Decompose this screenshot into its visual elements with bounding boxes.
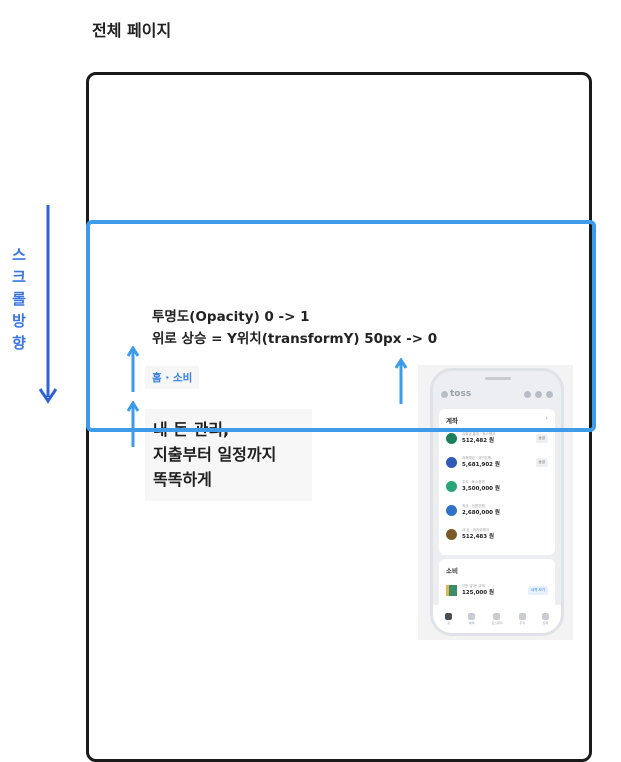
account-amount: 2,680,000 원 [462, 510, 500, 516]
chat-icon[interactable] [535, 390, 542, 398]
account-row[interactable]: 내 돈 · 카카오뱅크 512,483 원 [446, 525, 548, 543]
account-text: 내 돈 · 카카오뱅크 512,483 원 [462, 527, 494, 541]
tab-item[interactable]: 혜택 [468, 613, 476, 625]
spend-card[interactable]: 소비 이번 달 쓴 금액 125,000 원 내역 보기 [439, 559, 555, 611]
account-row[interactable]: 주식 · 토스증권 3,500,000 원 [446, 477, 548, 495]
scroll-label-char: 향 [12, 334, 26, 352]
tab-label: 전체 [542, 621, 549, 625]
animation-description: 투명도(Opacity) 0 -> 1 위로 상승 = Y위치(transfor… [152, 306, 437, 350]
page-title: 전체 페이지 [92, 21, 172, 40]
header-icons [524, 390, 553, 398]
bell-icon[interactable] [546, 390, 553, 398]
toss-logo: toss [441, 389, 471, 399]
account-text: 적금 · 신한은행 2,680,000 원 [462, 503, 500, 517]
tab-item[interactable]: 전체 [541, 613, 549, 625]
phone-notch [485, 377, 511, 380]
card-icon [446, 584, 457, 596]
account-name: 저축예금 · 국민은행 [462, 456, 492, 460]
app-header: toss [441, 387, 553, 401]
opacity-text: 투명도(Opacity) 0 -> 1 [152, 309, 310, 325]
tab-label: 혜택 [469, 621, 475, 625]
transfer-button[interactable]: 송금 [535, 433, 548, 443]
account-name: 내 돈 · 카카오뱅크 [462, 528, 489, 532]
transfer-button[interactable]: 송금 [535, 457, 548, 467]
scroll-label-char: 크 [12, 268, 26, 286]
bank-icon [446, 528, 457, 540]
tab-bar: 홈 혜택 토스페이 주식 전체 [433, 605, 561, 633]
spend-row[interactable]: 이번 달 쓴 금액 125,000 원 내역 보기 [446, 581, 548, 599]
scroll-label-char: 방 [12, 312, 26, 330]
account-name: 입출금 통장 · 토스뱅크 [462, 432, 496, 436]
accounts-title: 계좌 [446, 417, 458, 425]
tab-item[interactable]: 토스페이 [491, 613, 503, 625]
spend-title: 소비 [446, 567, 458, 575]
scroll-direction-arrow-icon [38, 205, 58, 404]
scroll-direction-label: 스 크 롤 방 향 [8, 244, 30, 354]
spend-name: 이번 달 쓴 금액 [462, 584, 485, 588]
account-amount: 5,681,902 원 [462, 462, 500, 468]
rise-arrow-icon [127, 346, 139, 392]
account-text: 저축예금 · 국민은행 5,681,902 원 [462, 455, 500, 469]
account-row[interactable]: 적금 · 신한은행 2,680,000 원 [446, 501, 548, 519]
tab-label: 홈 [447, 621, 450, 625]
account-amount: 3,500,000 원 [462, 486, 500, 492]
tab-label: 주식 [519, 621, 525, 625]
account-name: 적금 · 신한은행 [462, 504, 485, 508]
account-row[interactable]: 입출금 통장 · 토스뱅크 512,482 원 송금 [446, 429, 548, 447]
chevron-right-icon[interactable]: › [545, 414, 548, 422]
account-name: 주식 · 토스증권 [462, 480, 485, 484]
qr-icon[interactable] [524, 390, 531, 398]
spend-amount: 125,000 원 [462, 590, 495, 596]
bank-icon [446, 432, 457, 444]
tab-label: 토스페이 [491, 621, 503, 625]
transform-text: 위로 상승 = Y위치(transformY) 50px -> 0 [152, 331, 438, 347]
bank-icon [446, 504, 457, 516]
headline-line: 지출부터 일정까지 [153, 445, 277, 464]
section-label: 홈 · 소비 [145, 366, 200, 389]
spend-text: 이번 달 쓴 금액 125,000 원 [462, 583, 494, 597]
tab-icon [541, 613, 549, 620]
account-row[interactable]: 저축예금 · 국민은행 5,681,902 원 송금 [446, 453, 548, 471]
tab-item[interactable]: 홈 [445, 613, 453, 625]
account-amount: 512,483 원 [462, 534, 495, 540]
rise-arrow-icon [127, 401, 139, 447]
scroll-label-char: 롤 [12, 290, 26, 308]
bank-icon [446, 456, 457, 468]
tab-item[interactable]: 주식 [518, 613, 526, 625]
tab-icon [493, 613, 501, 620]
scroll-label-char: 스 [12, 246, 26, 264]
toss-logo-icon [441, 390, 448, 398]
account-amount: 512,482 원 [462, 438, 495, 444]
headline-line: 똑똑하게 [153, 470, 212, 489]
account-text: 입출금 통장 · 토스뱅크 512,482 원 [462, 431, 495, 445]
spend-detail-button[interactable]: 내역 보기 [528, 585, 548, 595]
tab-icon [518, 613, 526, 620]
account-text: 주식 · 토스증권 3,500,000 원 [462, 479, 500, 493]
tab-icon [468, 613, 476, 620]
rise-arrow-icon [395, 358, 407, 404]
tab-icon [445, 613, 453, 620]
bank-icon [446, 480, 457, 492]
viewport-highlight-box [86, 220, 596, 432]
logo-text: toss [450, 389, 472, 399]
